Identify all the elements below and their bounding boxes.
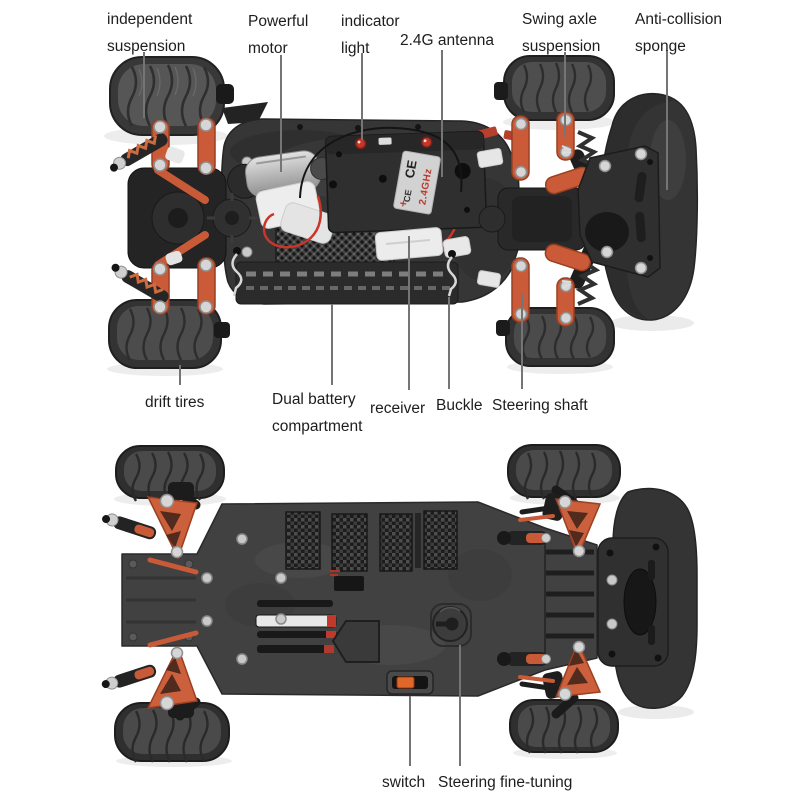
leader-line-anti-collision-sponge (666, 50, 668, 190)
leader-line-powerful-motor (280, 55, 282, 172)
callout-steering-shaft: Steering shaft (492, 392, 588, 419)
chassis-top-view-photo: CE CE 2.4GHz (104, 55, 699, 376)
callout-text: indicator (341, 13, 400, 30)
callout-drift-tires: drift tires (145, 389, 204, 416)
buckle-clips (231, 247, 457, 297)
callout-text: switch (382, 774, 426, 791)
callout-dual-battery-compartment: Dual battery compartment (272, 386, 362, 440)
leader-line-antenna (441, 50, 443, 177)
suspension-arm-rear-top (102, 482, 199, 575)
ce-sticker: CE CE 2.4GHz (393, 150, 441, 215)
front-bumper-mount (577, 145, 661, 278)
callout-text: suspension (522, 38, 601, 55)
leader-line-buckle (448, 297, 450, 389)
callout-text: Dual battery (272, 391, 356, 408)
leader-line-indicator-light (361, 53, 363, 140)
callout-24g-antenna: 2.4G antenna (400, 27, 494, 54)
drift-tire-rear-top (109, 56, 234, 136)
leader-line-switch (409, 696, 411, 766)
callout-independent-suspension: independent suspension (107, 6, 192, 60)
callout-text: Steering shaft (492, 397, 588, 414)
callout-switch: switch (382, 769, 425, 796)
callout-text: suspension (107, 38, 186, 55)
chassis-bottom-view-photo (101, 444, 698, 767)
callout-text: independent (107, 11, 193, 28)
steering-fine-tuning-dial (430, 603, 472, 647)
front-spring-bottom (575, 260, 601, 306)
callout-text: light (341, 40, 370, 57)
callout-text: 2.4G antenna (400, 32, 494, 49)
callout-text: Powerful (248, 13, 309, 30)
power-switch (386, 670, 434, 695)
leader-line-dual-battery (331, 304, 333, 385)
callout-powerful-motor: Powerful motor (248, 8, 308, 62)
leader-line-steering-shaft (521, 293, 523, 389)
front-bumper-mount-bottom (597, 537, 669, 667)
leader-line-steering-fine-tuning (459, 645, 461, 766)
callout-receiver: receiver (370, 395, 425, 422)
callout-text: compartment (272, 418, 363, 435)
callout-text: Steering fine-tuning (438, 774, 573, 791)
leader-line-drift-tires (179, 365, 181, 385)
callout-text: receiver (370, 400, 426, 417)
front-axle-assembly (476, 111, 602, 327)
callout-buckle: Buckle (436, 392, 483, 419)
receiver-box-part: CE CE 2.4GHz (324, 130, 488, 234)
callout-swing-axle-suspension: Swing axle suspension (522, 6, 600, 60)
ce-mark-text-small: CE (402, 189, 414, 203)
suspension-arm-front-top (497, 493, 602, 559)
callout-text: Buckle (436, 397, 483, 414)
drift-tire-rear-bottom-bv (114, 702, 230, 763)
callout-anti-collision-sponge: Anti-collision sponge (635, 6, 722, 60)
rear-axle-assembly (109, 117, 257, 315)
callout-text: Swing axle (522, 11, 597, 28)
leader-line-swing-axle-suspension (564, 52, 566, 138)
callout-steering-fine-tuning: Steering fine-tuning (438, 769, 572, 796)
leader-line-independent-suspension (143, 52, 145, 118)
chassis-bottom-plate (121, 501, 598, 697)
indicator-light-part (354, 136, 433, 150)
dual-battery-compartment-part (235, 225, 459, 305)
suspension-arm-front-bottom (497, 640, 602, 701)
drift-tire-rear-top-bv (115, 445, 225, 502)
rear-shock-bottom (111, 263, 169, 303)
callout-text: drift tires (145, 394, 205, 411)
drift-tire-front-top (494, 55, 615, 121)
leader-line-receiver (408, 236, 410, 390)
suspension-arm-rear-bottom (101, 630, 199, 718)
drift-tire-front-top-bv (507, 444, 621, 500)
drift-tire-front-bottom (496, 307, 615, 367)
callout-text: motor (248, 40, 288, 57)
wire-connector (481, 126, 498, 139)
callout-text: sponge (635, 38, 686, 55)
antenna-wire-part (299, 126, 463, 199)
rear-shock-top (109, 133, 168, 172)
ce-mark-text: CE (402, 159, 420, 180)
callout-indicator-light: indicator light (341, 8, 400, 62)
callout-text: Anti-collision (635, 11, 723, 28)
drift-tire-rear-bottom (108, 299, 230, 369)
